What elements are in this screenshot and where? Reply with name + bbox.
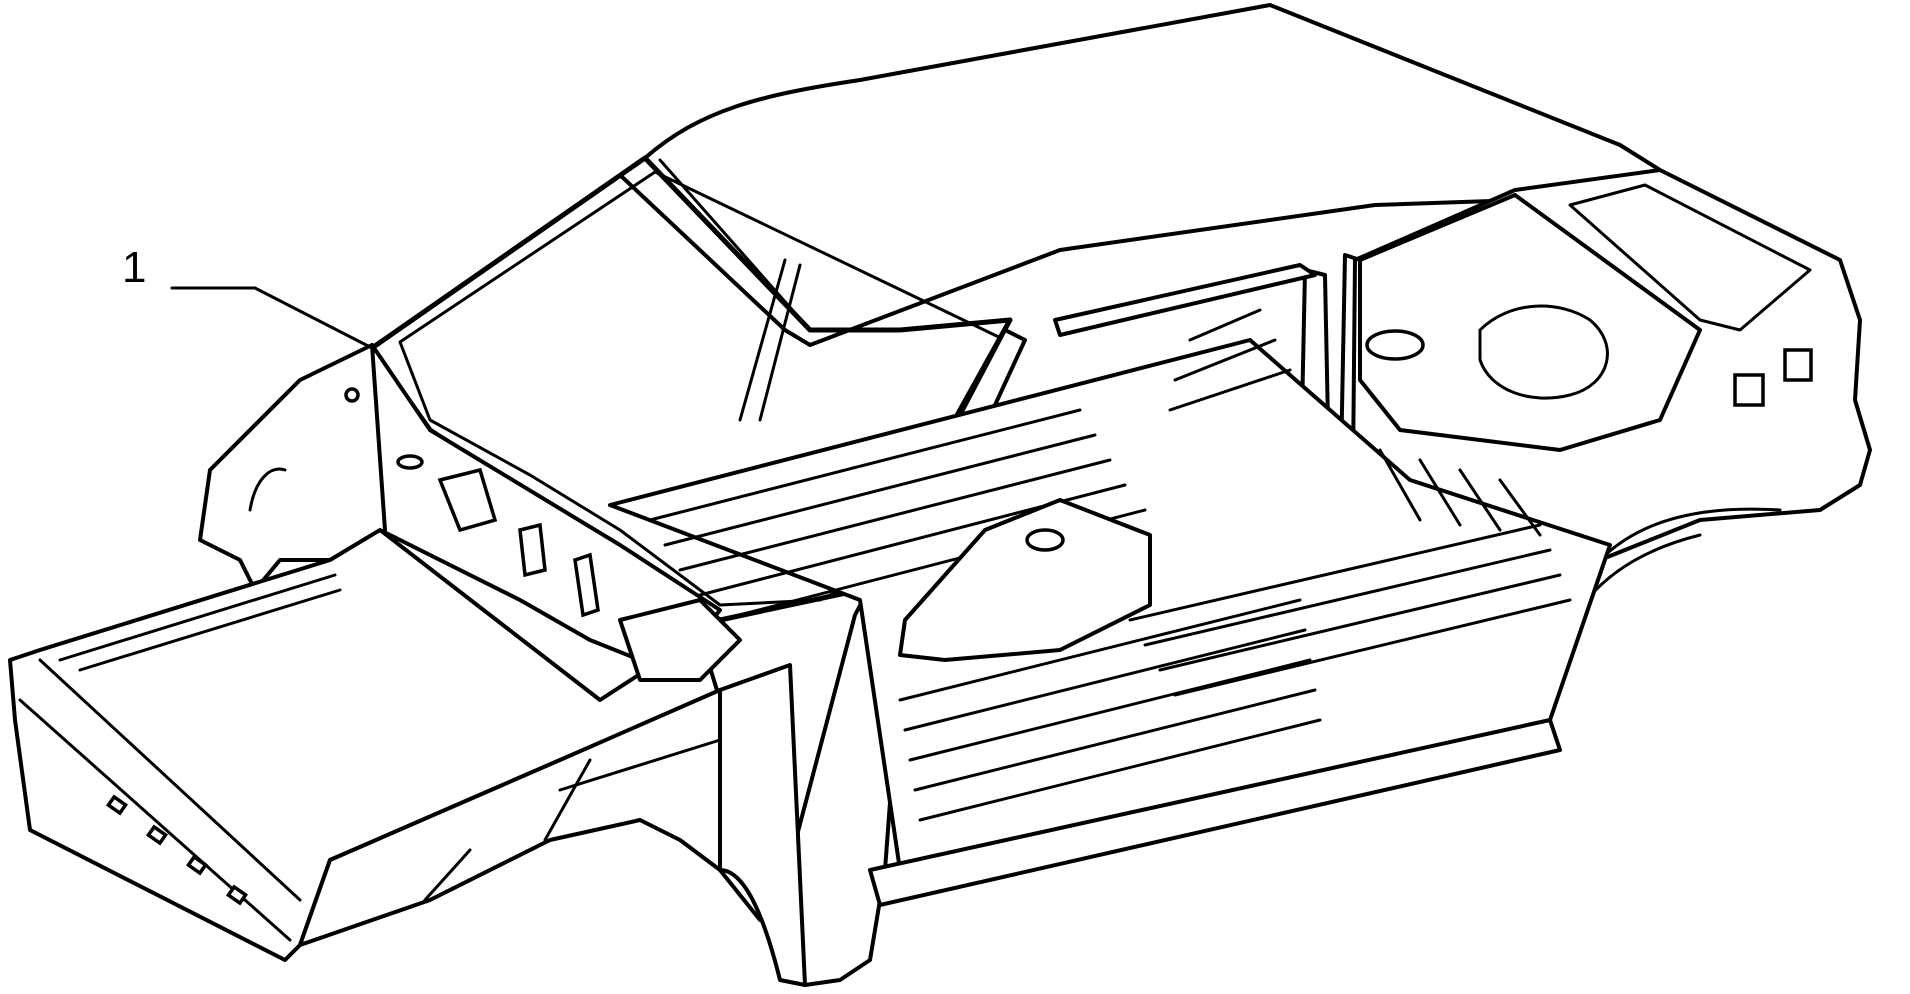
left-strut-tower — [198, 343, 387, 592]
right-wheel-arch — [718, 663, 807, 987]
firewall-cutout-3 — [573, 552, 600, 618]
callout-1-leader-line — [170, 286, 374, 350]
spare-wheel-hole — [1365, 329, 1425, 361]
roof-panel — [618, 3, 1662, 347]
b-pillar-upper — [1053, 263, 1317, 337]
spare-wheel-well — [1478, 304, 1609, 400]
side-sill — [868, 718, 1562, 907]
rear-vent-left — [1733, 373, 1765, 407]
rear-window-opening — [1568, 183, 1812, 332]
rear-floor — [1358, 193, 1702, 452]
rear-vent-right — [1783, 348, 1813, 382]
transmission-tunnel — [898, 498, 1152, 662]
callout-number-1: 1 — [122, 243, 147, 292]
front-crossmember-holes — [105, 794, 249, 906]
windshield-opening — [398, 170, 1007, 607]
floor-ribs — [648, 408, 1572, 822]
firewall-cutout-1 — [437, 467, 498, 533]
firewall-cutout-2 — [518, 522, 547, 578]
engine-mount-bracket — [618, 598, 742, 682]
